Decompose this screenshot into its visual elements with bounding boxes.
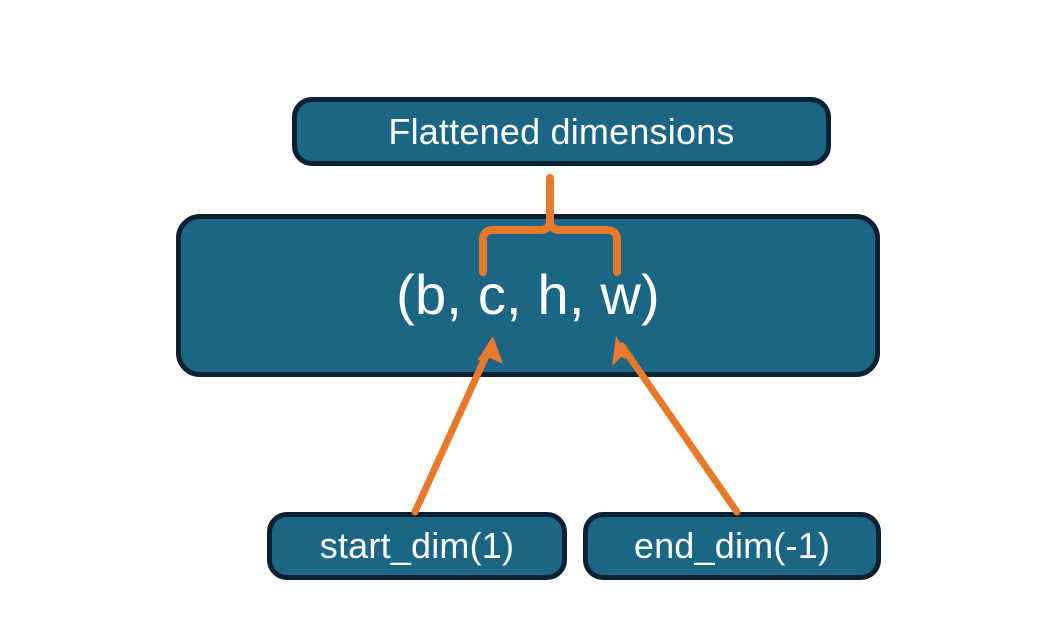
node-end-dim[interactable]: end_dim(-1) [583,512,881,580]
node-start-dim-label: start_dim(1) [319,525,515,566]
node-tensor-shape-tuple[interactable]: (b, c, h, w) [176,214,880,377]
node-end-dim-label: end_dim(-1) [633,525,831,566]
node-flattened-dimensions[interactable]: Flattened dimensions [292,97,831,166]
node-start-dim[interactable]: start_dim(1) [267,512,567,580]
node-tensor-shape-tuple-label: (b, c, h, w) [396,263,660,326]
node-flattened-dimensions-label: Flattened dimensions [388,110,735,152]
